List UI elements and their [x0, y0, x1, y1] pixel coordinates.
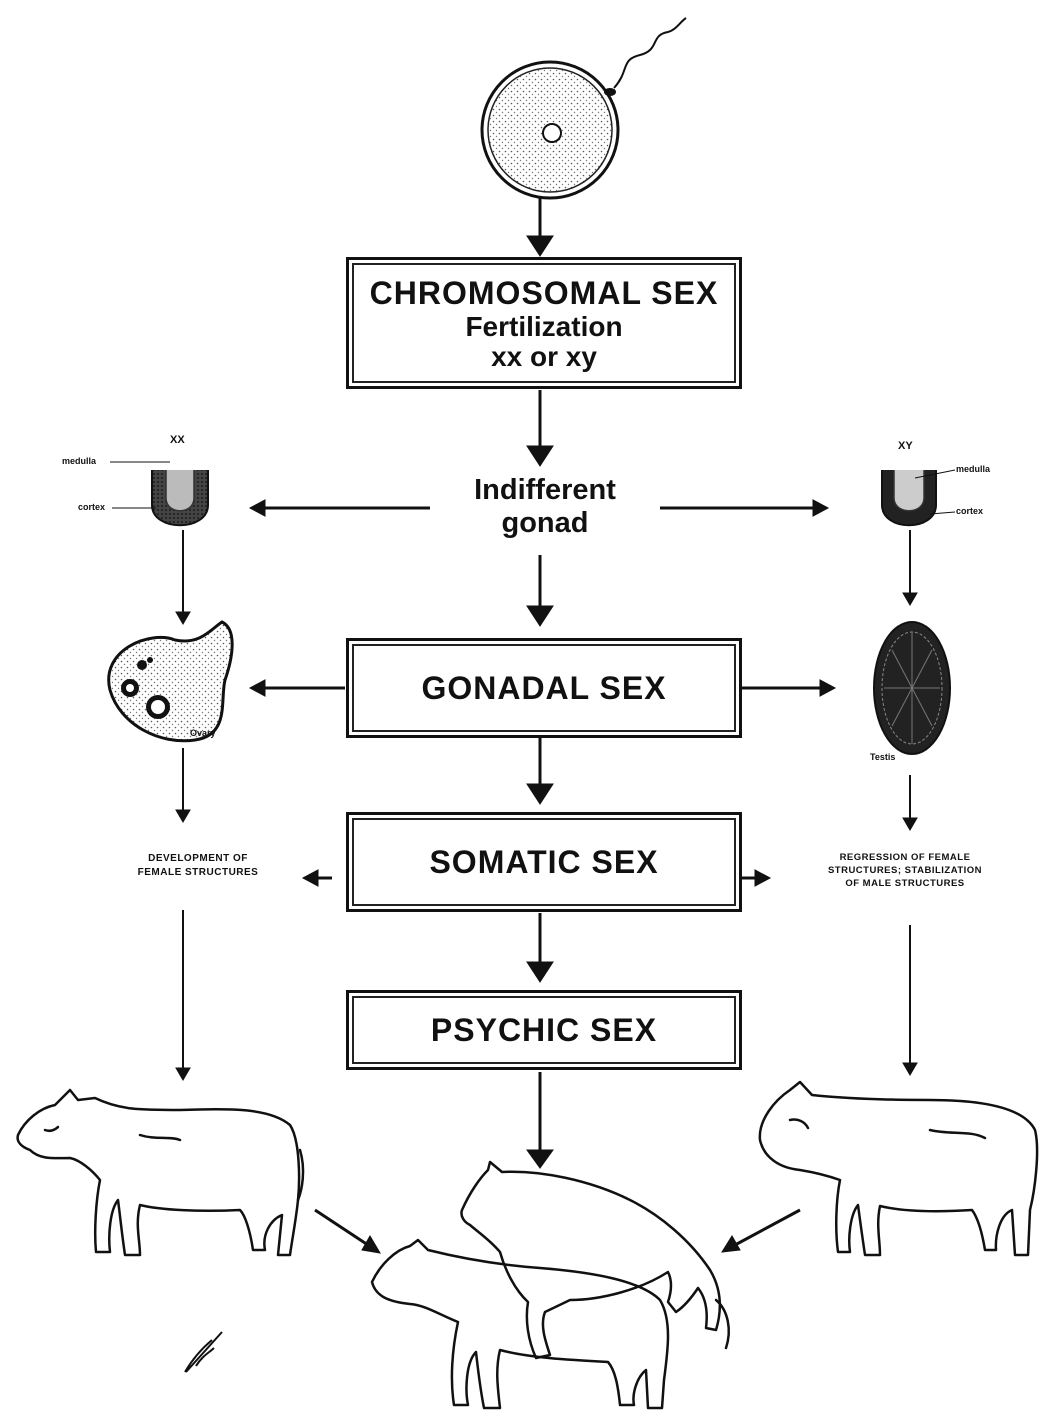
psychic-sex-box: PSYCHIC SEX: [346, 990, 742, 1070]
female-cow-illustration: [18, 1090, 303, 1255]
somatic-sex-box: SOMATIC SEX: [346, 812, 742, 912]
regression-of-female-structures-label: REGRESSION OF FEMALE STRUCTURES; STABILI…: [770, 852, 1040, 890]
karyotype-options: xx or xy: [491, 342, 597, 371]
xx-karyotype-label: XX: [170, 434, 185, 446]
fertilization-label: Fertilization: [465, 312, 622, 341]
right-cortex-label: cortex: [956, 506, 983, 516]
gonadal-sex-title: GONADAL SEX: [421, 670, 666, 707]
xy-gonad-illustration: [882, 470, 955, 525]
indifferent-gonad-label: Indifferent gonad: [440, 474, 650, 541]
xx-gonad-illustration: [110, 462, 208, 525]
somatic-sex-title: SOMATIC SEX: [429, 844, 658, 881]
right-medulla-label: medulla: [956, 464, 990, 474]
egg-and-sperm-illustration: [482, 18, 686, 198]
testis-illustration: [874, 622, 950, 754]
ovary-illustration: [109, 622, 232, 741]
xy-karyotype-label: XY: [898, 440, 913, 452]
left-cortex-label: cortex: [78, 502, 105, 512]
mating-cows-illustration: [372, 1162, 729, 1408]
male-cow-illustration: [760, 1082, 1037, 1255]
chromosomal-sex-title: CHROMOSOMAL SEX: [370, 275, 719, 312]
development-of-female-structures-label: DEVELOPMENT OF FEMALE STRUCTURES: [98, 852, 298, 879]
left-medulla-label: medulla: [62, 456, 96, 466]
signature-mark: [185, 1332, 222, 1372]
gonadal-sex-box: GONADAL SEX: [346, 638, 742, 738]
ovary-label: Ovary: [190, 728, 216, 738]
psychic-sex-title: PSYCHIC SEX: [431, 1012, 657, 1049]
testis-label: Testis: [870, 752, 895, 762]
chromosomal-sex-box: CHROMOSOMAL SEX Fertilization xx or xy: [346, 257, 742, 389]
